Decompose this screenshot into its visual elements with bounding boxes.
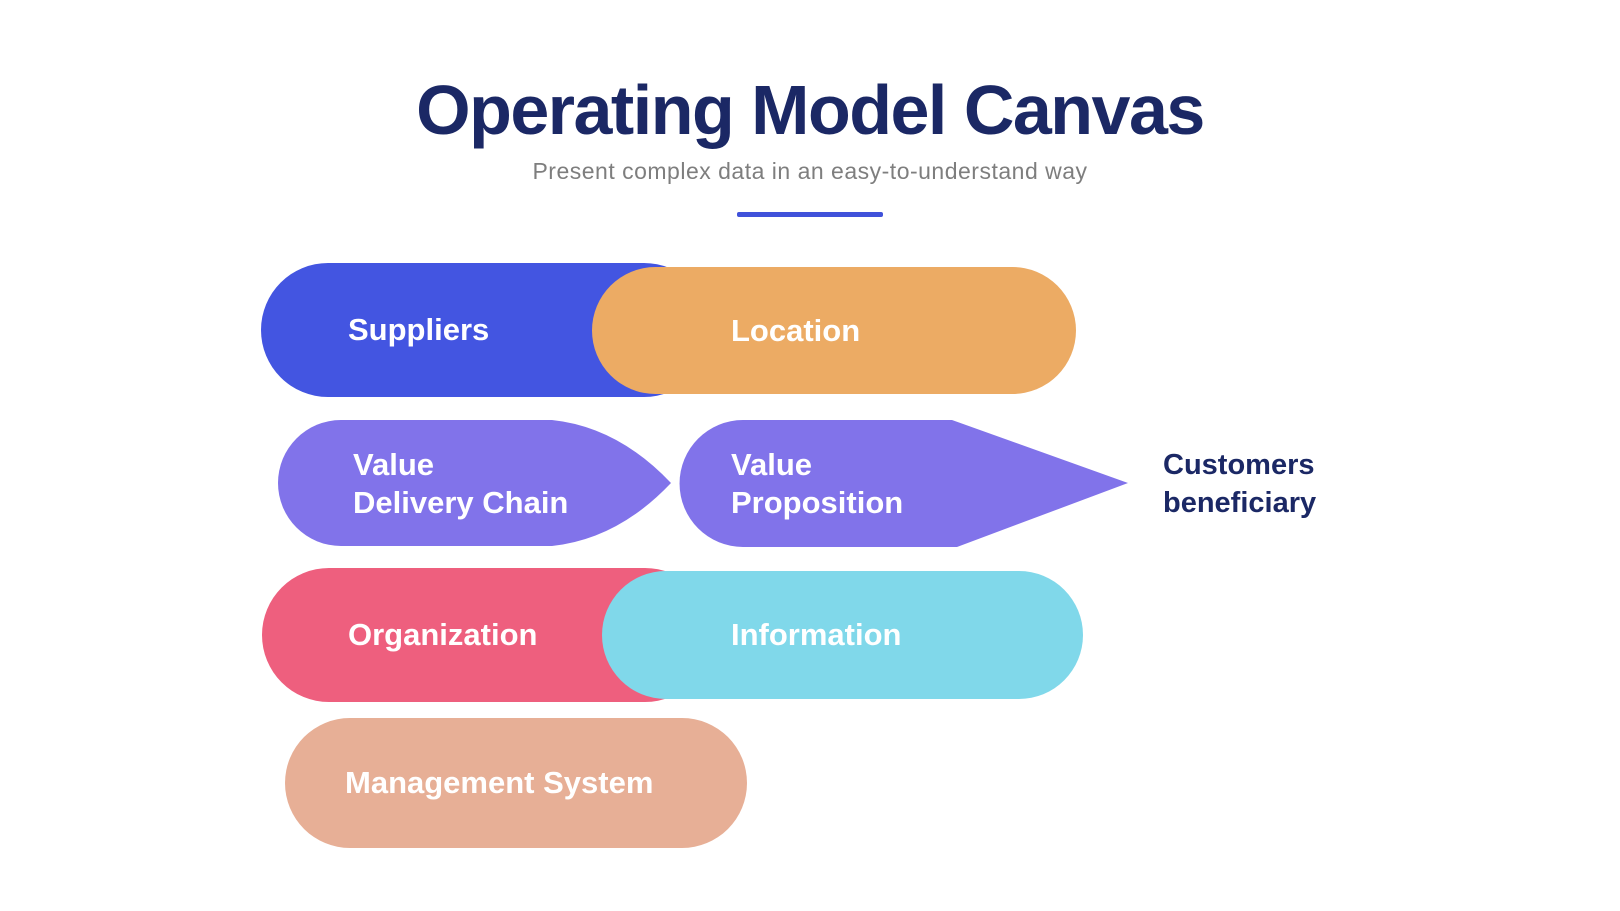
management-system-label: Management System	[345, 765, 654, 800]
page-title: Operating Model Canvas	[416, 71, 1205, 149]
page-subtitle: Present complex data in an easy-to-under…	[532, 158, 1088, 184]
suppliers-label: Suppliers	[348, 312, 490, 347]
value-delivery-chain-line2: Delivery Chain	[353, 484, 569, 520]
title-underline-divider	[737, 212, 883, 217]
customers-beneficiary-line1: Customers	[1163, 448, 1315, 481]
value-delivery-chain-line1: Value	[353, 446, 434, 482]
value-delivery-chain-shape	[278, 420, 671, 546]
value-proposition-arrow-shape	[679, 420, 1128, 547]
value-delivery-chain-label: Value Delivery Chain	[353, 420, 568, 547]
customers-beneficiary-line2: beneficiary	[1163, 486, 1317, 519]
value-proposition-label: Value Proposition	[731, 420, 903, 547]
management-system-pill	[285, 718, 747, 848]
location-label: Location	[731, 312, 861, 348]
organization-label: Organization	[348, 617, 538, 652]
information-pill	[602, 571, 1083, 699]
customers-beneficiary-label: Customers beneficiary	[1163, 420, 1316, 547]
location-pill	[592, 267, 1076, 394]
value-proposition-line2: Proposition	[731, 484, 904, 520]
value-proposition-line1: Value	[731, 446, 812, 482]
information-label: Information	[731, 617, 902, 652]
